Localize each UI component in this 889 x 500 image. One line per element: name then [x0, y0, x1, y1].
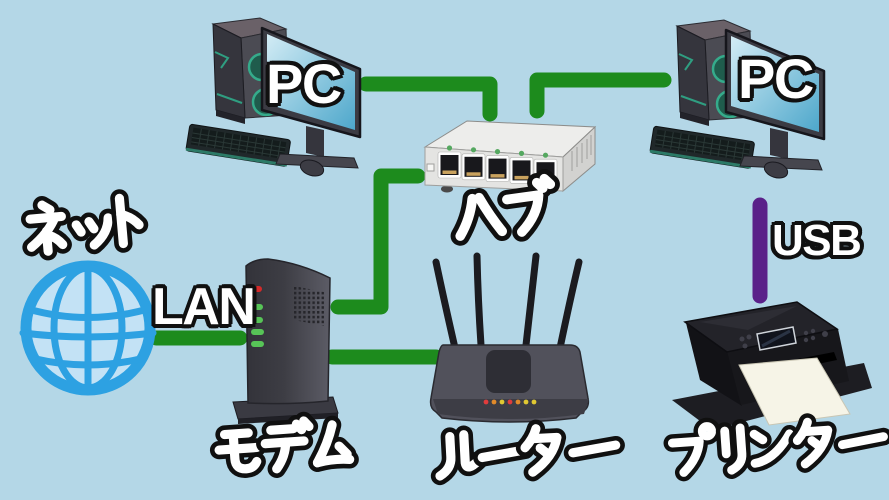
cables [148, 72, 768, 365]
lan-cable-label: LAN [152, 278, 256, 336]
network-hub-icon [423, 120, 597, 198]
cable-hub-modem [330, 168, 426, 315]
modem-icon [232, 258, 339, 424]
router-label [438, 425, 617, 477]
pc-right-label: PC [738, 47, 814, 110]
internet-label [28, 197, 141, 253]
cable-pc-right-hub [529, 72, 672, 119]
wifi-router-icon [429, 252, 590, 423]
modem-label [218, 418, 350, 473]
cable-pc-left-hub [358, 76, 498, 122]
printer-icon [672, 301, 872, 430]
usb-cable-label: USB [772, 216, 862, 265]
pc-left-label: PC [266, 52, 342, 115]
globe-icon [19, 260, 157, 396]
